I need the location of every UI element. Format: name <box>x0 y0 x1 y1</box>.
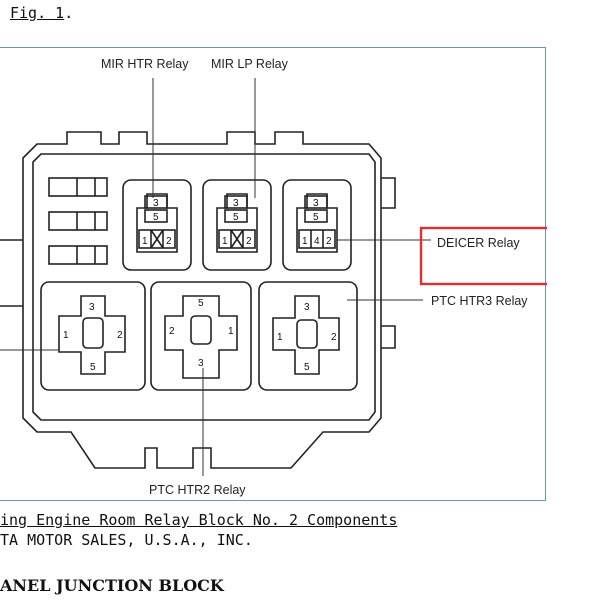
pin-label: 2 <box>117 330 123 341</box>
pin-label: 1 <box>277 332 283 343</box>
pin-label: 5 <box>198 298 204 309</box>
pin-label: 2 <box>326 236 332 247</box>
large-relay-right <box>258 281 358 391</box>
pin-label: 5 <box>153 212 159 223</box>
pin-label: 4 <box>314 236 320 247</box>
pin-label: 2 <box>331 332 337 343</box>
small-relay-mir-htr <box>122 179 192 271</box>
pin-label: 2 <box>166 236 172 247</box>
pin-label: 1 <box>142 236 148 247</box>
pin-label: 3 <box>198 358 204 369</box>
pin-label: 1 <box>302 236 308 247</box>
figure-link[interactable]: Fig. 1 <box>10 4 65 22</box>
large-relay-left <box>40 281 146 391</box>
caption-title: ing Engine Room Relay Block No. 2 Compon… <box>0 511 398 529</box>
figure-caption: ing Engine Room Relay Block No. 2 Compon… <box>0 510 397 550</box>
section-heading: ANEL JUNCTION BLOCK <box>0 576 224 595</box>
figure-reference: Fig. 1. <box>10 4 73 22</box>
small-relay-mir-lp <box>202 179 272 271</box>
label-deicer-relay: DEICER Relay <box>437 236 520 250</box>
large-relay-center <box>150 281 252 391</box>
small-relay-deicer <box>282 179 352 271</box>
pin-label: 2 <box>169 326 175 337</box>
pin-label: 3 <box>233 198 239 209</box>
pin-label: 1 <box>228 326 234 337</box>
figure-reference-period: . <box>64 4 74 22</box>
deicer-highlight-box <box>419 226 547 286</box>
relay-block-diagram: MIR HTR Relay MIR LP Relay DEICER Relay … <box>0 57 547 497</box>
pin-label: 3 <box>153 198 159 209</box>
relay-block-figure: MIR HTR Relay MIR LP Relay DEICER Relay … <box>0 47 547 501</box>
housing-inner <box>32 153 376 421</box>
pin-label: 2 <box>246 236 252 247</box>
label-ptc-htr3-relay: PTC HTR3 Relay <box>431 294 528 308</box>
label-mir-lp-relay: MIR LP Relay <box>211 57 289 71</box>
pin-label: 3 <box>89 302 95 313</box>
pin-label: 5 <box>304 362 310 373</box>
label-mir-htr-relay: MIR HTR Relay <box>101 57 189 71</box>
pin-label: 3 <box>313 198 319 209</box>
pin-label: 3 <box>304 302 310 313</box>
caption-credit: TA MOTOR SALES, U.S.A., INC. <box>0 531 253 549</box>
housing-outline <box>22 131 382 469</box>
pin-label: 1 <box>63 330 69 341</box>
pin-label: 1 <box>222 236 228 247</box>
pin-label: 5 <box>233 212 239 223</box>
pin-label: 5 <box>313 212 319 223</box>
pin-label: 5 <box>90 362 96 373</box>
label-ptc-htr2-relay: PTC HTR2 Relay <box>149 483 246 497</box>
